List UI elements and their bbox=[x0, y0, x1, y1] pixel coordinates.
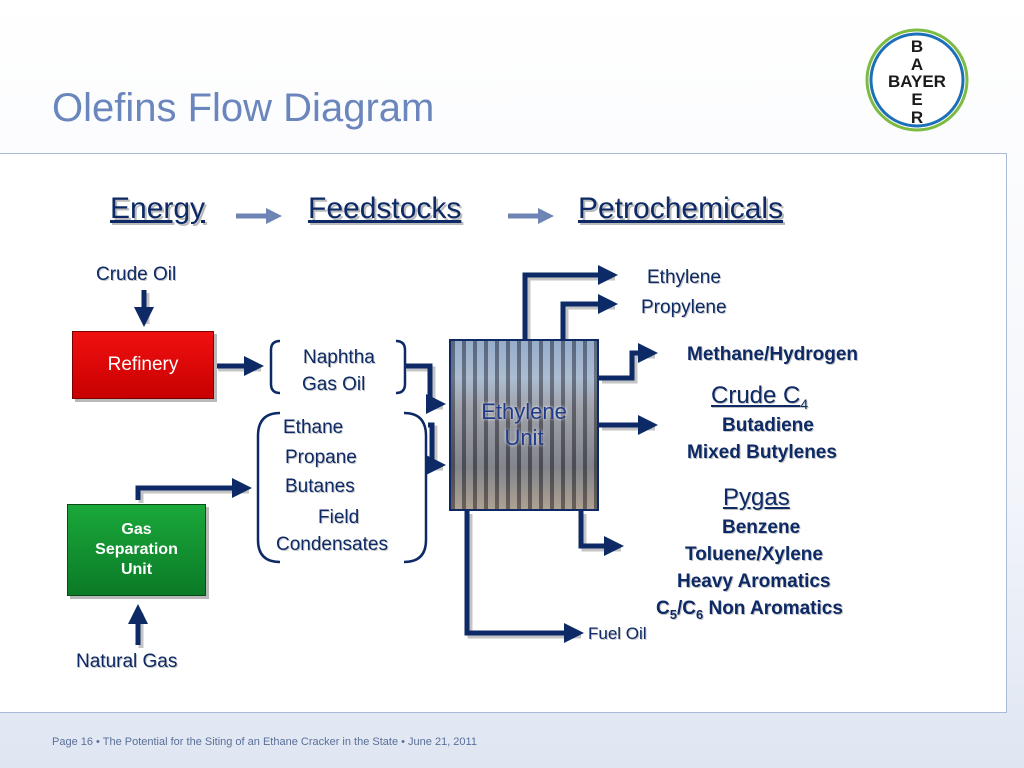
header-energy: Energy bbox=[110, 192, 206, 225]
feedstock-naphtha: Naphtha bbox=[303, 347, 375, 368]
header-feedstocks: Feedstocks bbox=[308, 192, 462, 225]
svg-text:B: B bbox=[911, 37, 923, 56]
feedstock-ethane: Ethane bbox=[283, 417, 344, 438]
slide-footer: Page 16 • The Potential for the Siting o… bbox=[52, 736, 477, 748]
crude-oil-label: Crude Oil bbox=[96, 264, 177, 285]
gas-unit-line-2: Separation bbox=[95, 541, 178, 558]
ethylene-unit-line-1: Ethylene bbox=[481, 399, 567, 424]
header-arrow-1 bbox=[236, 208, 282, 224]
gas-separation-unit-box: Gas Separation Unit bbox=[67, 504, 206, 596]
product-butadiene: Butadiene bbox=[722, 415, 814, 436]
pygas-heading: Pygas bbox=[723, 484, 790, 511]
product-c5-c6-non-aromatics: C5/C6 Non Aromatics bbox=[656, 598, 843, 622]
refinery-box: Refinery bbox=[72, 331, 214, 399]
slide-title: Olefins Flow Diagram bbox=[52, 86, 435, 130]
feedstock-gas-oil: Gas Oil bbox=[302, 374, 366, 395]
product-propylene: Propylene bbox=[641, 297, 727, 318]
feedstock-condensates: Condensates bbox=[276, 534, 388, 555]
ethylene-unit-line-2: Unit bbox=[504, 425, 544, 450]
product-toluene-xylene: Toluene/Xylene bbox=[685, 544, 823, 565]
product-benzene: Benzene bbox=[722, 517, 801, 538]
feedstock-propane: Propane bbox=[285, 447, 357, 468]
bayer-logo: B A BAYER E R bbox=[864, 27, 970, 133]
ethylene-unit-box: Ethylene Unit bbox=[449, 339, 599, 511]
refinery-label: Refinery bbox=[107, 354, 179, 375]
natural-gas-label: Natural Gas bbox=[76, 651, 178, 672]
product-heavy-aromatics: Heavy Aromatics bbox=[677, 571, 831, 592]
crude-c4-heading: Crude C4 bbox=[711, 382, 809, 412]
header-arrow-2 bbox=[508, 208, 554, 224]
header-petrochemicals: Petrochemicals bbox=[578, 192, 784, 225]
product-fuel-oil: Fuel Oil bbox=[588, 624, 647, 643]
feedstock-field: Field bbox=[318, 507, 360, 528]
product-mixed-butylenes: Mixed Butylenes bbox=[687, 442, 837, 463]
gas-unit-line-3: Unit bbox=[120, 561, 153, 578]
svg-text:A: A bbox=[911, 55, 923, 74]
svg-text:E: E bbox=[911, 90, 922, 109]
feedstock-butanes: Butanes bbox=[285, 476, 355, 497]
svg-text:BAYER: BAYER bbox=[888, 72, 946, 91]
product-methane-hydrogen: Methane/Hydrogen bbox=[687, 344, 859, 365]
product-ethylene: Ethylene bbox=[647, 267, 721, 288]
gas-unit-line-1: Gas bbox=[121, 521, 152, 538]
svg-text:R: R bbox=[911, 108, 923, 127]
